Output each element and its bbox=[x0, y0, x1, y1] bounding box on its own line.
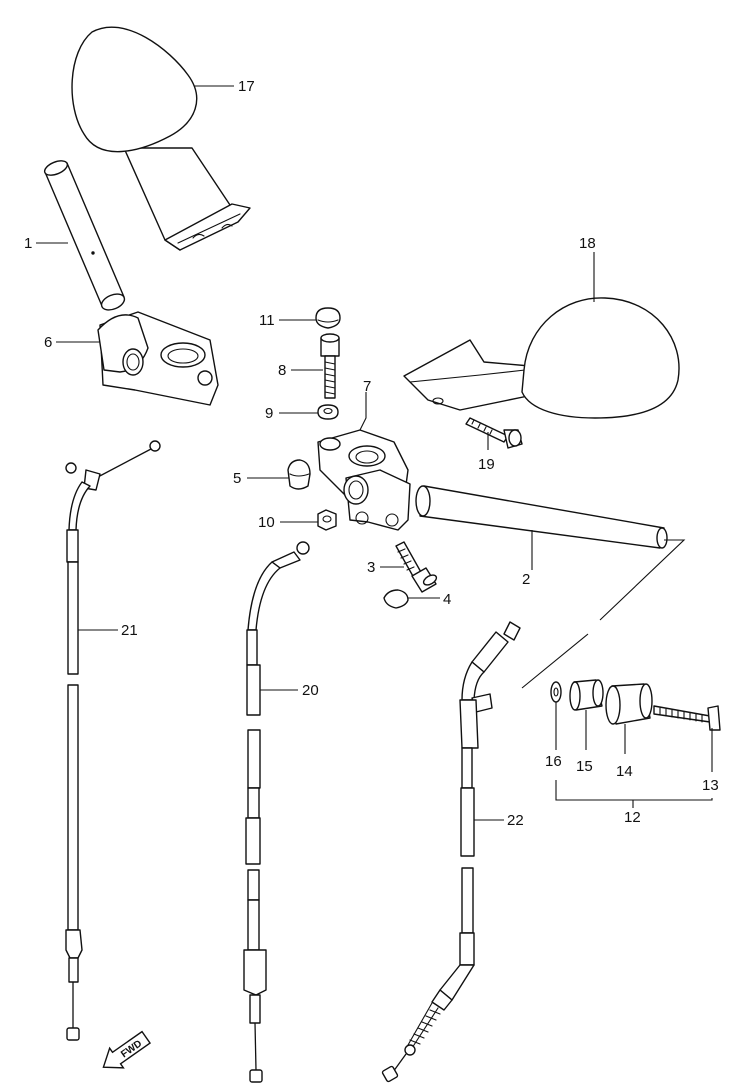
callout-8: 8 bbox=[278, 362, 286, 379]
fwd-arrow-icon: FWD bbox=[102, 1030, 152, 1069]
part-16-washer bbox=[550, 681, 562, 703]
part-9-washer bbox=[317, 404, 339, 420]
callout-22: 22 bbox=[507, 812, 524, 829]
callout-labels: 17 1 6 11 8 9 7 5 10 3 4 18 19 2 21 20 2… bbox=[24, 78, 719, 829]
part-22-right-cable bbox=[381, 621, 521, 1083]
part-3-bolt bbox=[395, 541, 438, 593]
callout-20: 20 bbox=[302, 682, 319, 699]
part-4-cap bbox=[383, 589, 409, 609]
part-11-cap bbox=[315, 307, 341, 329]
callout-13: 13 bbox=[702, 777, 719, 794]
callout-2: 2 bbox=[522, 571, 530, 588]
part-1-left-handlebar bbox=[43, 160, 126, 311]
callout-3: 3 bbox=[367, 559, 375, 576]
part-21-left-cable bbox=[65, 440, 161, 1041]
callout-1: 1 bbox=[24, 235, 32, 252]
callout-4: 4 bbox=[443, 591, 451, 608]
callout-18: 18 bbox=[579, 235, 596, 252]
part-6-left-holder bbox=[97, 311, 219, 406]
part-10-nut bbox=[317, 509, 337, 531]
part-13-screw bbox=[653, 705, 721, 731]
part-15-balancer bbox=[569, 679, 604, 711]
callout-10: 10 bbox=[258, 514, 275, 531]
callout-16: 16 bbox=[545, 753, 562, 770]
callout-11: 11 bbox=[259, 312, 275, 329]
part-14-balancer bbox=[605, 683, 653, 725]
callout-6: 6 bbox=[44, 334, 52, 351]
part-5-grommet bbox=[287, 459, 311, 490]
part-8-bolt bbox=[320, 333, 340, 399]
part-17-left-mirror bbox=[71, 26, 251, 251]
callout-7: 7 bbox=[363, 378, 371, 395]
callout-21: 21 bbox=[121, 622, 138, 639]
part-18-right-mirror bbox=[403, 297, 680, 419]
reference-line bbox=[521, 539, 686, 689]
callout-5: 5 bbox=[233, 470, 241, 487]
part-20-middle-cable bbox=[243, 541, 310, 1083]
leader-lines bbox=[36, 85, 713, 821]
callout-19: 19 bbox=[478, 456, 495, 473]
callout-9: 9 bbox=[265, 405, 273, 422]
callout-17: 17 bbox=[238, 78, 255, 95]
callout-12: 12 bbox=[624, 809, 641, 826]
callout-15: 15 bbox=[576, 758, 593, 775]
callout-14: 14 bbox=[616, 763, 633, 780]
part-2-right-handlebar bbox=[415, 485, 668, 549]
part-19-bolt bbox=[465, 417, 523, 449]
part-7-right-holder bbox=[317, 429, 411, 531]
